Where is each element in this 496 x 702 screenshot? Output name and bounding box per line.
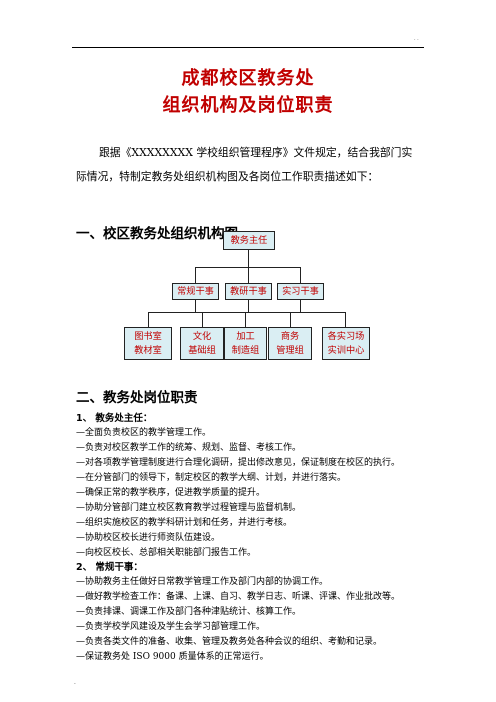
connector [148, 312, 150, 327]
connector [195, 267, 197, 283]
header-rule [72, 47, 424, 48]
org-node-internship-officer: 实习干事 [277, 283, 324, 300]
org-node-routine-officer: 常规干事 [172, 283, 219, 300]
section1-heading: 一、校区教务处组织机构图 [76, 226, 238, 242]
intro-paragraph: 跟据《XXXXXXXX 学校组织管理程序》文件规定，结合我部门实际情况，特制定教… [76, 146, 413, 183]
org-node-label: 图书室 [134, 331, 162, 342]
document-title: 成都校区教务处 [181, 68, 315, 89]
connector [248, 299, 250, 312]
duty-line: —组织实施校区的教学科研计划和任务，并进行考核。 [76, 518, 293, 528]
duty-line: —向校区校长、总部相关职能部门报告工作。 [76, 548, 257, 558]
org-node-label: 教材室 [134, 345, 162, 356]
role-title: 1、 教务处主任： [76, 413, 153, 424]
connector [345, 312, 347, 327]
org-node-label: 制造组 [231, 345, 260, 356]
org-node-label: 基础组 [188, 345, 216, 356]
org-node-label: 实训中心 [327, 345, 365, 356]
duty-line: —确保正常的教学秩序，促进教学质量的提升。 [76, 488, 266, 498]
duty-line: —负责学校学风建设及学生会学习部管理工作。 [76, 622, 266, 632]
org-node-label: 常规干事 [177, 286, 214, 297]
connector [300, 267, 302, 283]
role-title: 2、 常规干事： [76, 562, 143, 573]
connector [245, 312, 247, 327]
duty-line: —全面负责校区的教学管理工作。 [76, 428, 212, 438]
duty-line: —负责各类文件的准备、收集、管理及教务处各种会议的组织、考勤和记录。 [76, 637, 383, 647]
connector [148, 312, 346, 314]
org-node-research-officer: 教研干事 [225, 283, 272, 300]
org-node-label: 加工 [236, 331, 255, 342]
duty-line: —协助分管部门建立校区教育教学过程管理与监督机制。 [76, 503, 302, 513]
duty-line: —负责对校区教学工作的统筹、规划、监督、考核工作。 [76, 443, 302, 453]
connector [248, 267, 250, 283]
duty-line: —保证教务处 ISO 9000 质量体系的正常运行。 [76, 652, 269, 662]
duty-line: —协助教务主任做好日常教学管理工作及部门内部的协调工作。 [76, 577, 329, 587]
document-subtitle: 组织机构及岗位职责 [162, 95, 334, 116]
org-node-label: 各实习场 [327, 331, 365, 342]
connector [202, 312, 204, 327]
org-node-label: 实习干事 [282, 286, 319, 297]
header-mark: . . [414, 36, 419, 42]
org-node-label: 教务主任 [230, 235, 268, 246]
footer-mark: - [74, 681, 76, 687]
org-node-label: 文化 [192, 331, 212, 342]
org-node-label: 教研干事 [230, 286, 267, 297]
org-node-culture-group: 文化 基础组 [180, 327, 224, 360]
connector [195, 299, 197, 312]
org-node-library: 图书室 教材室 [124, 327, 172, 360]
org-node-director: 教务主任 [223, 231, 275, 250]
org-node-label: 管理组 [276, 345, 304, 356]
duty-line: —对各项教学管理制度进行合理化调研，提出修改意见，保证制度在校区的执行。 [76, 458, 401, 468]
org-node-training-center: 各实习场 实训中心 [322, 327, 370, 360]
section2-heading: 二、教务处岗位职责 [76, 390, 198, 406]
duty-line: —做好教学检查工作：备课、上课、自习、教学日志、听课、评课、作业批改等。 [76, 592, 401, 602]
connector [248, 249, 250, 267]
duty-line: —在分管部门的领导下，制定校区的教学大纲、计划，并进行落实。 [76, 473, 347, 483]
duty-line: —负责排课、调课工作及部门各种津贴统计、核算工作。 [76, 607, 302, 617]
org-node-manufacturing-group: 加工 制造组 [224, 327, 267, 360]
connector [290, 312, 292, 327]
connector [300, 299, 302, 312]
org-node-label: 商务 [280, 331, 300, 342]
duty-line: —协助校区校长进行师资队伍建设。 [76, 533, 221, 543]
org-node-business-group: 商务 管理组 [268, 327, 312, 360]
